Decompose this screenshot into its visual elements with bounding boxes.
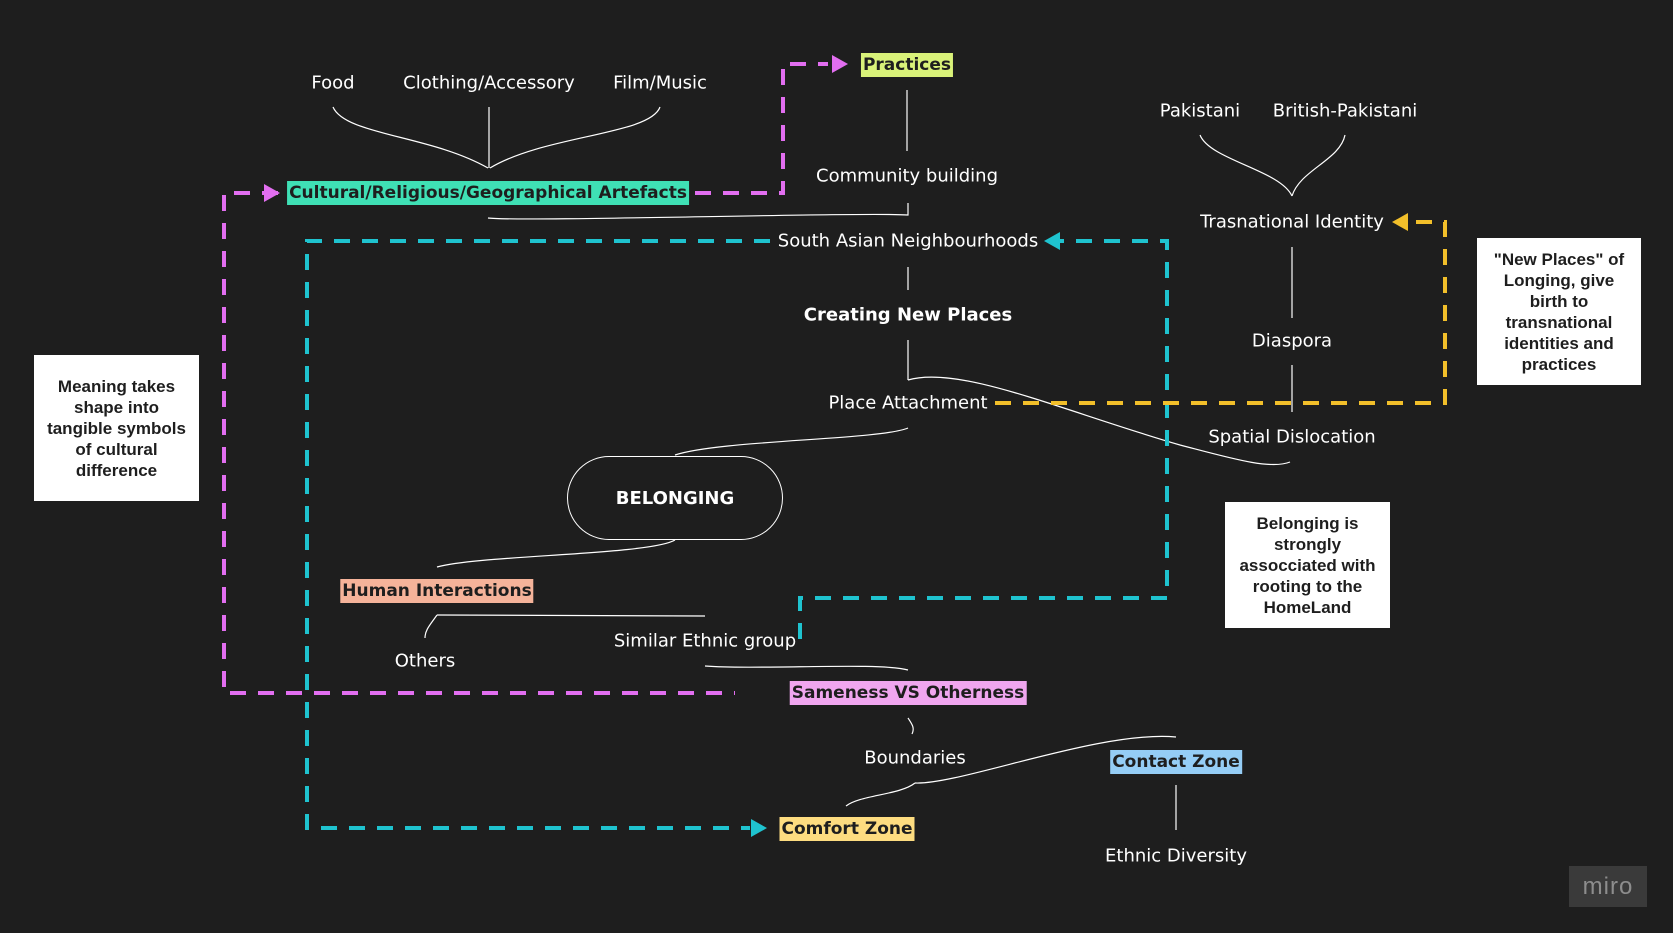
node-comfort-zone[interactable]: Comfort Zone bbox=[779, 817, 915, 841]
brace-british bbox=[1291, 134, 1346, 197]
line-belonging-human bbox=[436, 539, 676, 568]
node-similar-ethnic-group[interactable]: Similar Ethnic group bbox=[613, 630, 797, 652]
line-similar-sameness bbox=[704, 665, 909, 671]
curve-attachment-dislocation bbox=[907, 376, 1291, 466]
node-transnational-identity[interactable]: Trasnational Identity bbox=[1200, 211, 1384, 233]
node-food[interactable]: Food bbox=[311, 72, 355, 94]
brace-film bbox=[489, 106, 661, 169]
cyan-dashed-loop bbox=[305, 239, 1169, 830]
dashed-connectors bbox=[222, 62, 1447, 830]
node-community-building[interactable]: Community building bbox=[816, 165, 998, 187]
node-south-asian-neighbourhoods[interactable]: South Asian Neighbourhoods bbox=[777, 230, 1039, 252]
cyan-arrow-neighbourhoods bbox=[1044, 232, 1060, 250]
yellow-dashed-loop bbox=[995, 220, 1447, 405]
node-contact-zone[interactable]: Contact Zone bbox=[1110, 750, 1242, 774]
magenta-dashed-loop bbox=[222, 62, 828, 695]
line-boundaries-contact bbox=[914, 735, 1177, 784]
miro-logo[interactable]: miro bbox=[1569, 866, 1647, 907]
cyan-arrow-comfort bbox=[751, 819, 767, 837]
brace-pakistani bbox=[1199, 134, 1293, 197]
node-artefacts[interactable]: Cultural/Religious/Geographical Artefact… bbox=[287, 181, 689, 205]
node-film-music[interactable]: Film/Music bbox=[613, 72, 707, 94]
line-human-others bbox=[424, 614, 438, 639]
node-british-pakistani[interactable]: British-Pakistani bbox=[1272, 100, 1418, 122]
line-sameness-boundaries bbox=[907, 717, 914, 735]
node-sameness-vs-otherness[interactable]: Sameness VS Otherness bbox=[789, 681, 1027, 705]
node-diaspora[interactable]: Diaspora bbox=[1251, 330, 1333, 352]
node-belonging[interactable]: BELONGING bbox=[567, 456, 783, 540]
magenta-arrow-artefacts bbox=[264, 184, 280, 202]
note-new-places[interactable]: "New Places" of Longing, give birth to t… bbox=[1477, 238, 1641, 385]
brace-food bbox=[332, 106, 489, 169]
note-homeland[interactable]: Belonging is strongly assocciated with r… bbox=[1225, 502, 1390, 628]
line-boundaries-comfort bbox=[845, 782, 916, 807]
node-boundaries[interactable]: Boundaries bbox=[864, 747, 966, 769]
magenta-arrow-practices bbox=[832, 55, 848, 73]
node-clothing[interactable]: Clothing/Accessory bbox=[403, 72, 575, 94]
thin-connectors bbox=[332, 90, 1346, 830]
node-others[interactable]: Others bbox=[394, 650, 456, 672]
node-ethnic-diversity[interactable]: Ethnic Diversity bbox=[1105, 845, 1247, 867]
note-meaning[interactable]: Meaning takes shape into tangible symbol… bbox=[34, 355, 199, 501]
line-attachment-belonging bbox=[674, 427, 909, 456]
line-human-similar bbox=[436, 614, 706, 617]
node-creating-new-places[interactable]: Creating New Places bbox=[803, 304, 1013, 326]
yellow-arrow-transnational bbox=[1392, 213, 1408, 231]
node-practices[interactable]: Practices bbox=[860, 53, 954, 77]
node-pakistani[interactable]: Pakistani bbox=[1159, 100, 1241, 122]
node-place-attachment[interactable]: Place Attachment bbox=[828, 392, 988, 414]
node-spatial-dislocation[interactable]: Spatial Dislocation bbox=[1208, 426, 1376, 448]
arrowheads bbox=[264, 55, 1408, 837]
node-human-interactions[interactable]: Human Interactions bbox=[340, 579, 534, 603]
line-artefacts-community bbox=[487, 203, 909, 220]
